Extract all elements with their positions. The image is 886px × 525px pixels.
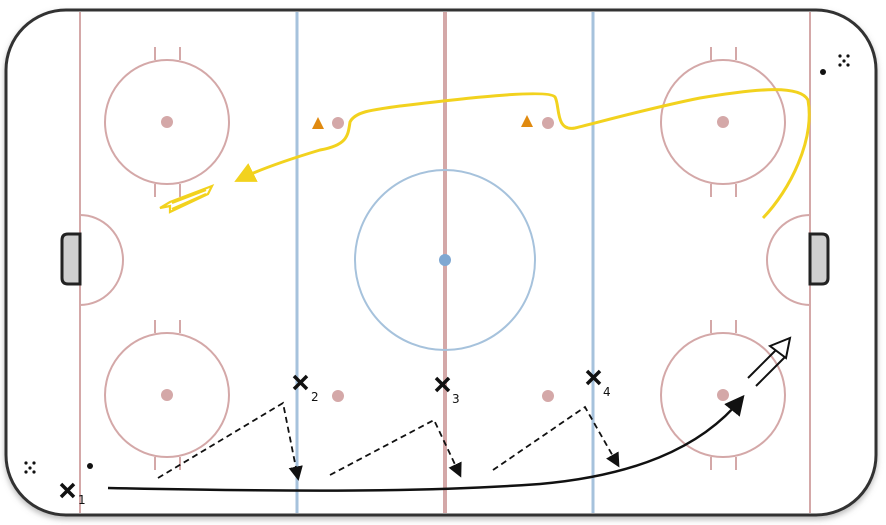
player-number: 3 [452, 392, 460, 406]
center-faceoff-dot [439, 254, 451, 266]
faceoff-dot-bottom-left [161, 389, 173, 401]
goal-net-left [60, 232, 82, 286]
cone-icon [521, 115, 533, 127]
cone-icon [312, 117, 324, 129]
neutral-dot-bottom-right [542, 390, 554, 402]
neutral-dot-top-right [542, 117, 554, 129]
puck-icon [820, 54, 850, 75]
faceoff-dot-bottom-right [717, 389, 729, 401]
faceoff-dot-top-right [717, 116, 729, 128]
dashed-arrow-icon [157, 401, 620, 481]
player-x2: 2 [292, 374, 319, 404]
player-x3: 3 [434, 376, 460, 406]
player-x1: 1 [59, 482, 86, 507]
hollow-double-arrow-icon [159, 183, 215, 214]
neutral-dot-top-left [332, 117, 344, 129]
neutral-dot-bottom-left [332, 390, 344, 402]
black-skate-path [107, 394, 745, 492]
crease-right [766, 214, 811, 306]
faceoff-circle-top-left [104, 47, 230, 197]
faceoff-circle-bottom-left [104, 320, 230, 470]
hollow-double-arrow-icon [747, 336, 792, 387]
faceoff-dot-top-left [161, 116, 173, 128]
player-x4: 4 [585, 369, 611, 399]
goal-net-right [808, 232, 830, 286]
faceoff-circle-bottom-right [660, 320, 786, 470]
faceoff-circle-top-right [660, 47, 786, 197]
yellow-skate-path [234, 88, 811, 220]
center-circle [354, 169, 536, 351]
puck-icon [24, 461, 93, 474]
player-number: 4 [603, 385, 611, 399]
crease-left [79, 214, 124, 306]
player-number: 1 [78, 493, 86, 507]
player-number: 2 [311, 390, 319, 404]
